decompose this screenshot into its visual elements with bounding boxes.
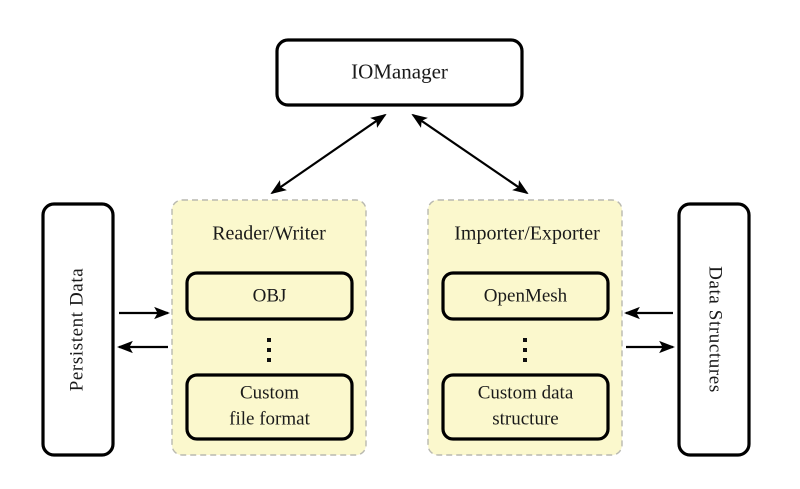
node-persistent-data[interactable]: Persistent Data <box>41 202 115 457</box>
custom-data-structure-box[interactable] <box>441 373 610 441</box>
node-custom-data-structure[interactable]: Custom data structure <box>441 373 610 441</box>
data-structures-box[interactable] <box>677 202 751 457</box>
openmesh-box[interactable] <box>441 271 610 321</box>
ellipsis-dot-1 <box>523 338 527 342</box>
connector-manager-to-reader-writer <box>270 113 387 195</box>
persistent-data-box[interactable] <box>41 202 115 457</box>
ellipsis-dot-2 <box>523 348 527 352</box>
node-openmesh[interactable]: OpenMesh <box>441 271 610 321</box>
connector-manager-to-importer-exporter <box>411 113 529 195</box>
ellipsis-dot-1 <box>267 338 271 342</box>
iomanager-label: IOManager <box>351 59 448 83</box>
openmesh-label: OpenMesh <box>484 285 568 306</box>
ellipsis-dot-2 <box>267 348 271 352</box>
importer-exporter-ellipsis <box>523 338 527 362</box>
persistent-data-label: Persistent Data <box>66 268 87 392</box>
iomanager-box[interactable] <box>275 38 524 107</box>
reader-writer-group-label: Reader/Writer <box>212 223 326 245</box>
custom-data-structure-label-line1: Custom data <box>478 382 574 403</box>
group-importer-exporter[interactable]: Importer/Exporter OpenMesh Custom data s… <box>427 199 623 456</box>
node-data-structures[interactable]: Data Structures <box>677 202 751 457</box>
node-custom-file-format[interactable]: Custom file format <box>185 373 354 441</box>
group-reader-writer[interactable]: Reader/Writer OBJ Custom file format <box>171 199 367 456</box>
obj-box[interactable] <box>185 271 354 321</box>
node-obj[interactable]: OBJ <box>185 271 354 321</box>
custom-file-format-label-line1: Custom <box>240 382 299 403</box>
node-iomanager[interactable]: IOManager <box>275 38 524 107</box>
ellipsis-dot-3 <box>267 358 271 362</box>
importer-exporter-group-label: Importer/Exporter <box>454 223 600 245</box>
obj-label: OBJ <box>253 285 287 306</box>
connector-group-right <box>624 306 675 354</box>
custom-file-format-box[interactable] <box>185 373 354 441</box>
custom-file-format-label-line2: file format <box>229 408 310 429</box>
reader-writer-ellipsis <box>267 338 271 362</box>
connector-group-left <box>117 306 170 354</box>
custom-data-structure-label-line2: structure <box>492 408 558 429</box>
data-structures-label: Data Structures <box>705 266 726 393</box>
connector-group <box>270 113 529 195</box>
ellipsis-dot-3 <box>523 358 527 362</box>
